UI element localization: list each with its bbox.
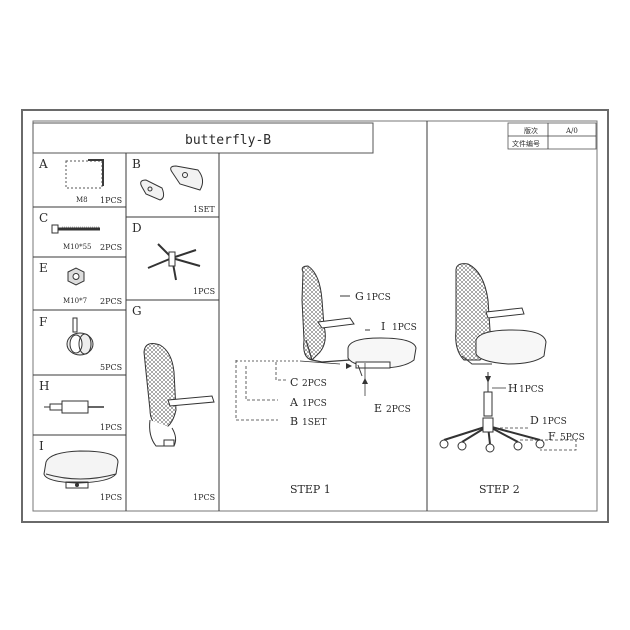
step1-callout-a-letter: A bbox=[289, 396, 299, 409]
part-h-letter: H bbox=[39, 379, 49, 393]
step2-base bbox=[439, 417, 545, 453]
step1-callout-a-qty: 1PCS bbox=[302, 399, 327, 409]
part-c-letter: C bbox=[39, 211, 48, 225]
part-cell-i: I 1PCS bbox=[39, 439, 122, 502]
page-title: butterfly-B bbox=[185, 133, 271, 148]
step2-callout-f-qty: 5PCS bbox=[560, 433, 585, 443]
part-cell-d: D 1PCS bbox=[132, 221, 215, 296]
inner-frame bbox=[32, 120, 598, 512]
hex-nut-icon bbox=[67, 267, 85, 286]
step1-callout-i-letter: I bbox=[381, 320, 385, 333]
outer-frame bbox=[21, 109, 609, 523]
part-d-qty: 1PCS bbox=[193, 287, 215, 296]
part-f-qty: 5PCS bbox=[100, 363, 122, 372]
step2-callout-d-letter: D bbox=[530, 414, 539, 427]
backrest-icon bbox=[143, 343, 215, 447]
step1-callout-b-qty: 1SET bbox=[302, 418, 326, 428]
version-label: 版次 bbox=[524, 126, 538, 135]
part-g-letter: G bbox=[132, 304, 142, 318]
part-i-qty: 1PCS bbox=[100, 493, 122, 502]
step2-title: STEP 2 bbox=[479, 483, 520, 496]
part-b-letter: B bbox=[132, 157, 141, 171]
part-g-qty: 1PCS bbox=[193, 493, 215, 502]
title-box bbox=[32, 122, 374, 154]
bracket-set-icon bbox=[140, 165, 204, 201]
step2-callout-d-qty: 1PCS bbox=[542, 417, 567, 427]
part-e-letter: E bbox=[39, 261, 48, 275]
step2-panel: H 1PCS D 1PCS F 5PCS STEP 2 bbox=[439, 263, 585, 496]
step1-callout-b-letter: B bbox=[290, 415, 298, 428]
part-a-qty: 1PCS bbox=[100, 196, 122, 205]
part-e-qty: 2PCS bbox=[100, 297, 122, 306]
step1-callout-i-qty: 1PCS bbox=[392, 323, 417, 333]
part-c-qty: 2PCS bbox=[100, 243, 122, 252]
step2-callout-h-letter: H bbox=[508, 382, 518, 395]
file-no-label: 文件编号 bbox=[512, 139, 540, 148]
step1-title: STEP 1 bbox=[290, 483, 331, 496]
part-i-letter: I bbox=[39, 439, 44, 453]
step2-gas-lift bbox=[483, 372, 493, 417]
part-e-size: M10*7 bbox=[63, 297, 87, 305]
part-f-letter: F bbox=[39, 315, 47, 329]
allen-key-icon bbox=[65, 160, 103, 189]
part-a-letter: A bbox=[38, 157, 48, 171]
step2-chair bbox=[455, 263, 547, 365]
gas-lift-icon bbox=[44, 400, 104, 414]
part-b-qty: 1SET bbox=[193, 205, 215, 214]
step2-callout-f-letter: F bbox=[548, 430, 556, 443]
part-cell-g: G 1PCS bbox=[132, 304, 215, 502]
step1-callout-g-qty: 1PCS bbox=[366, 293, 391, 303]
step2-callout-h-qty: 1PCS bbox=[519, 385, 544, 395]
step1-panel: G 1PCS I 1PCS C 2PCS A 1PCS B 1SET E 2PC… bbox=[235, 265, 417, 496]
part-a-size: M8 bbox=[76, 196, 88, 204]
part-d-letter: D bbox=[132, 221, 142, 235]
step1-seat bbox=[347, 337, 417, 369]
caster-icon bbox=[66, 317, 94, 356]
bolt-icon bbox=[51, 224, 100, 234]
version-value: A/0 bbox=[565, 127, 578, 135]
star-base-icon bbox=[147, 243, 201, 281]
step1-callout-c-letter: C bbox=[290, 376, 298, 389]
part-c-size: M10*55 bbox=[63, 243, 91, 251]
step1-callout-e-letter: E bbox=[374, 402, 382, 415]
step1-callout-e-qty: 2PCS bbox=[386, 405, 411, 415]
part-cell-e: E M10*7 2PCS bbox=[39, 261, 122, 306]
part-h-qty: 1PCS bbox=[100, 423, 122, 432]
part-cell-c: C M10*55 2PCS bbox=[39, 211, 122, 252]
step1-callout-c-qty: 2PCS bbox=[302, 379, 327, 389]
part-cell-f: F 5PCS bbox=[39, 315, 122, 372]
part-cell-h: H 1PCS bbox=[39, 379, 122, 432]
part-cell-b: B 1SET bbox=[132, 157, 215, 214]
part-cell-a: A M8 1PCS bbox=[38, 157, 122, 205]
step1-chair-frame bbox=[301, 265, 355, 363]
step1-callout-g-letter: G bbox=[355, 290, 364, 303]
seat-icon bbox=[43, 450, 119, 489]
